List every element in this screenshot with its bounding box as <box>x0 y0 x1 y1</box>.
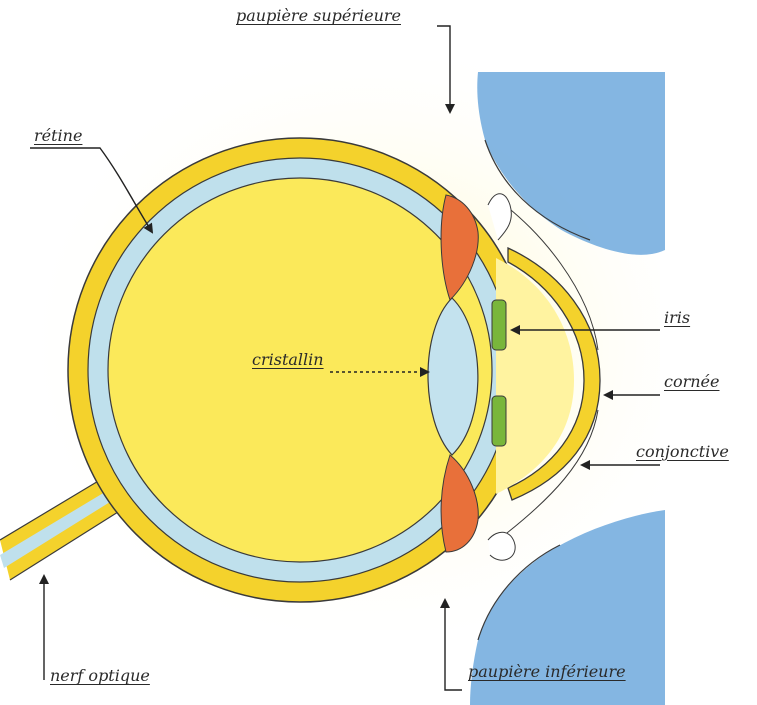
iris-upper <box>492 300 506 350</box>
label-iris: iris <box>664 308 690 327</box>
label-retina: rétine <box>34 126 82 145</box>
label-optic-nerve: nerf optique <box>50 666 150 685</box>
label-lens: cristallin <box>252 350 324 369</box>
label-conjunctiva: conjonctive <box>636 442 729 461</box>
lower-lid-margin <box>488 532 515 560</box>
label-lower-eyelid: paupière inférieure <box>468 662 626 681</box>
label-cornea: cornée <box>664 372 719 391</box>
iris-lower <box>492 396 506 446</box>
label-upper-eyelid: paupière supérieure <box>236 6 401 25</box>
